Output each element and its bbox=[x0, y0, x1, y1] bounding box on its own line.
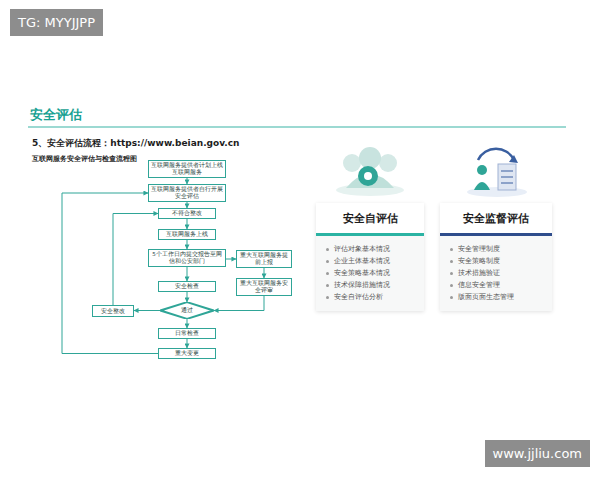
process-box: 互联网服务提供者计划上线互联网服务 bbox=[148, 160, 226, 178]
list-item: 技术措施验证 bbox=[450, 267, 546, 279]
process-box: 安全检查 bbox=[158, 281, 216, 292]
box-text-group: 互联网服务提供者计划上线互联网服务 bbox=[149, 161, 225, 177]
box-label: 安全检查 bbox=[175, 283, 199, 290]
box-label: 互联网服务提供者计划上线互联网服务 bbox=[151, 162, 223, 176]
title-rule bbox=[28, 126, 566, 127]
box-text-group: 日常检查 bbox=[173, 329, 201, 338]
list-item: 版面页面生态管理 bbox=[450, 291, 546, 303]
box-text-group: 重大互联网服务提前上报 bbox=[237, 251, 291, 267]
box-text-group: 5个工作日内提交报告至网信和公安部门 bbox=[149, 250, 225, 266]
box-label: 重大变更 bbox=[175, 350, 199, 357]
item-text: 信息安全管理 bbox=[458, 279, 500, 291]
box-label: 重大互联网服务安全评审 bbox=[239, 280, 289, 294]
flow-connector bbox=[187, 267, 188, 281]
process-box: 互联网服务上线 bbox=[158, 229, 216, 240]
bullet-dot bbox=[326, 284, 329, 287]
flow-connector bbox=[187, 319, 188, 328]
box-label: 通过 bbox=[181, 307, 193, 314]
list-item: 安全策略制度 bbox=[450, 255, 546, 267]
box-label: 互联网服务提供者自行开展安全评估 bbox=[151, 186, 223, 200]
bullet-dot bbox=[326, 272, 329, 275]
box-text-group: 重大变更 bbox=[173, 349, 201, 358]
box-text-group: 互联网服务提供者自行开展安全评估 bbox=[149, 185, 225, 201]
item-text: 技术保障措施情况 bbox=[334, 279, 390, 291]
chart-caption: 互联网服务安全评估与检查流程图 bbox=[32, 154, 137, 164]
box-label: 互联网服务上线 bbox=[166, 231, 208, 238]
flow-connector bbox=[226, 259, 236, 260]
bullet-dot bbox=[450, 260, 453, 263]
list-item: 安全管理制度 bbox=[450, 243, 546, 255]
bullet-dot bbox=[450, 272, 453, 275]
card-title: 安全自评估 bbox=[316, 203, 424, 233]
item-text: 评估对象基本情况 bbox=[334, 243, 390, 255]
info-card: 安全监督评估安全管理制度安全策略制度技术措施验证信息安全管理版面页面生态管理 bbox=[440, 203, 552, 311]
process-box: 互联网服务提供者自行开展安全评估 bbox=[148, 184, 226, 202]
list-item: 安全自评估分析 bbox=[326, 291, 418, 303]
item-text: 安全管理制度 bbox=[458, 243, 500, 255]
process-box: 5个工作日内提交报告至网信和公安部门 bbox=[148, 249, 226, 267]
watermark: TG: MYYJJPP bbox=[10, 9, 103, 36]
box-text-group: 不符合整改 bbox=[170, 209, 204, 218]
bullet-dot bbox=[326, 296, 329, 299]
box-label: 5个工作日内提交报告至网信和公安部门 bbox=[151, 251, 223, 265]
decision-diamond: 通过 bbox=[160, 302, 214, 319]
item-text: 技术措施验证 bbox=[458, 267, 500, 279]
bullet-dot bbox=[450, 248, 453, 251]
process-box: 日常检查 bbox=[158, 328, 216, 339]
section-heading: 5、安全评估流程：https://www.beian.gov.cn bbox=[32, 137, 239, 150]
flow-connector bbox=[187, 292, 188, 302]
box-text-group: 安全检查 bbox=[173, 282, 201, 291]
bullet-dot bbox=[450, 296, 453, 299]
bullet-dot bbox=[326, 260, 329, 263]
info-card: 安全自评估评估对象基本情况企业主体基本情况安全策略基本情况技术保障措施情况安全自… bbox=[316, 203, 424, 311]
item-text: 安全策略制度 bbox=[458, 255, 500, 267]
bullet-dot bbox=[326, 248, 329, 251]
process-box: 安全整改 bbox=[92, 305, 134, 317]
list-item: 信息安全管理 bbox=[450, 279, 546, 291]
supervision-illustration bbox=[467, 149, 527, 197]
box-label: 日常检查 bbox=[175, 330, 199, 337]
watermark: www.jjliu.com bbox=[485, 440, 590, 467]
box-label: 安全整改 bbox=[101, 308, 125, 315]
flow-connector bbox=[187, 339, 188, 348]
box-label: 不符合整改 bbox=[172, 210, 202, 217]
box-text-group: 重大互联网服务安全评审 bbox=[237, 279, 291, 295]
card-title: 安全监督评估 bbox=[440, 203, 552, 233]
box-text-group: 安全整改 bbox=[99, 307, 127, 316]
box-text-group: 通过 bbox=[181, 307, 193, 314]
flow-connector bbox=[134, 310, 160, 311]
list-item: 技术保障措施情况 bbox=[326, 279, 418, 291]
item-text: 安全策略基本情况 bbox=[334, 267, 390, 279]
list-item: 企业主体基本情况 bbox=[326, 255, 418, 267]
flow-connector bbox=[264, 268, 265, 278]
box-text-group: 互联网服务上线 bbox=[164, 230, 210, 239]
flow-connector bbox=[187, 240, 188, 249]
self-assessment-illustration bbox=[336, 147, 404, 196]
item-text: 企业主体基本情况 bbox=[334, 255, 390, 267]
flow-connector bbox=[214, 296, 264, 311]
flow-connector bbox=[187, 219, 188, 229]
card-list: 评估对象基本情况企业主体基本情况安全策略基本情况技术保障措施情况安全自评估分析 bbox=[316, 236, 424, 311]
slide-title: 安全评估 bbox=[30, 106, 82, 124]
bullet-dot bbox=[450, 284, 453, 287]
process-box: 重大变更 bbox=[158, 348, 216, 359]
item-text: 安全自评估分析 bbox=[334, 291, 383, 303]
card-list: 安全管理制度安全策略制度技术措施验证信息安全管理版面页面生态管理 bbox=[440, 236, 552, 311]
process-box: 重大互联网服务提前上报 bbox=[236, 250, 292, 268]
flow-connector bbox=[62, 193, 158, 354]
process-box: 不符合整改 bbox=[158, 208, 216, 219]
box-label: 重大互联网服务提前上报 bbox=[239, 252, 289, 266]
list-item: 评估对象基本情况 bbox=[326, 243, 418, 255]
item-text: 版面页面生态管理 bbox=[458, 291, 514, 303]
list-item: 安全策略基本情况 bbox=[326, 267, 418, 279]
process-box: 重大互联网服务安全评审 bbox=[236, 278, 292, 296]
